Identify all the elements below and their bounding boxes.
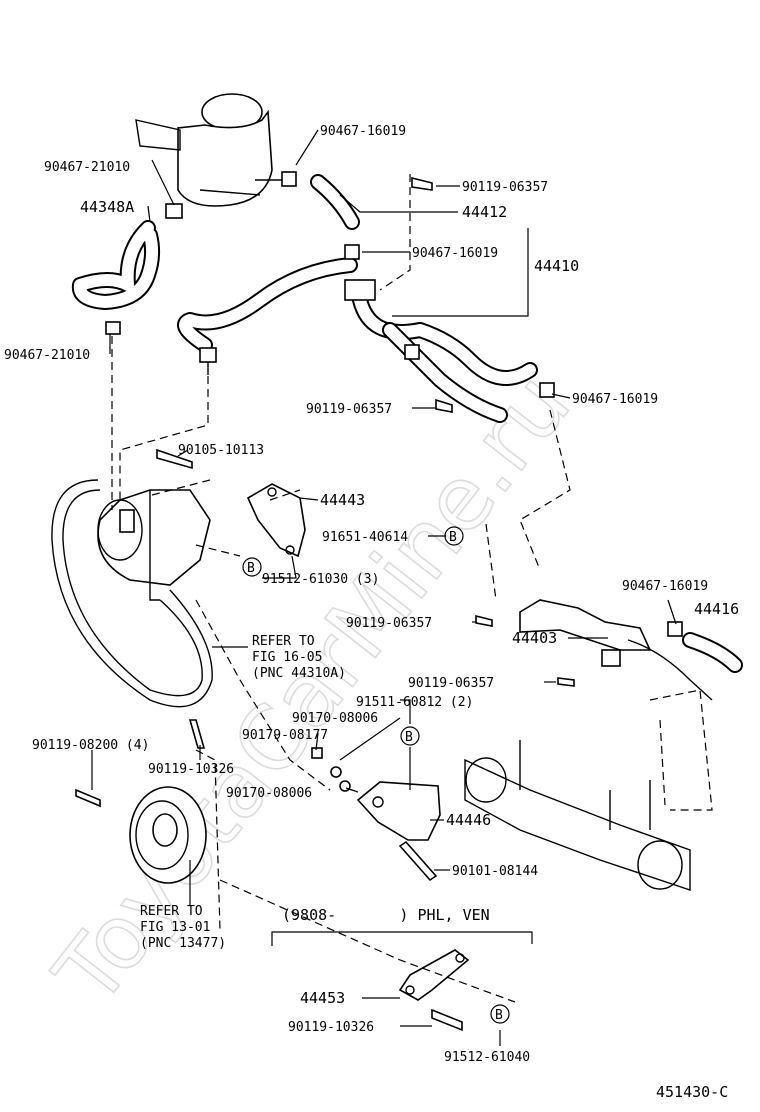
reservoir-tank xyxy=(135,93,297,207)
steering-gear xyxy=(464,599,691,891)
label-44416: 44416 xyxy=(694,600,739,618)
label-90467-21010-b: 90467-21010 xyxy=(4,348,90,363)
label-range: (9808- ) PHL, VEN xyxy=(282,906,490,924)
label-44443: 44443 xyxy=(320,491,365,509)
bracket-44453 xyxy=(398,949,470,1001)
label-91512-61030: 91512-61030 (3) xyxy=(262,572,379,587)
label-90119-10326-b: 90119-10326 xyxy=(288,1020,374,1035)
label-refer1-l3: (PNC 44310A) xyxy=(252,666,346,681)
label-refer1-l1: REFER TO xyxy=(252,634,315,649)
leader-lines xyxy=(91,129,677,1046)
label-91512-61040: 91512-61040 xyxy=(444,1050,530,1065)
label-90467-16019-c: 90467-16019 xyxy=(572,392,658,407)
mark-b-1: B xyxy=(444,526,464,546)
label-44410: 44410 xyxy=(534,257,579,275)
label-90179-08177: 90179-08177 xyxy=(242,728,328,743)
label-91511-60812: 91511-60812 (2) xyxy=(356,695,473,710)
svg-text:B: B xyxy=(247,561,255,576)
drive-belt xyxy=(51,479,213,708)
label-refer2-l2: FIG 13-01 xyxy=(140,920,210,935)
label-90467-16019-top: 90467-16019 xyxy=(320,124,406,139)
hose-44416 xyxy=(682,632,743,673)
label-refer2-l1: REFER TO xyxy=(140,904,203,919)
bracket-44443 xyxy=(246,483,306,558)
hose-44412 xyxy=(310,174,360,230)
label-44446: 44446 xyxy=(446,811,491,829)
pressure-tube-44410 xyxy=(177,244,555,423)
label-90170-08006-a: 90170-08006 xyxy=(292,711,378,726)
label-90105-10113: 90105-10113 xyxy=(178,443,264,458)
svg-text:B: B xyxy=(495,1008,503,1023)
label-44348A: 44348A xyxy=(80,198,134,216)
reference-lines xyxy=(111,174,713,1003)
mark-b-3: B xyxy=(400,726,420,746)
label-90467-16019-b: 90467-16019 xyxy=(412,246,498,261)
hose-44348A xyxy=(71,220,161,310)
label-90467-21010-top: 90467-21010 xyxy=(44,160,130,175)
nut-90179-08177 xyxy=(311,747,323,759)
label-refer2-l3: (PNC 13477) xyxy=(140,936,226,951)
mark-b-2: B xyxy=(242,557,262,577)
label-90119-06357-c: 90119-06357 xyxy=(346,616,432,631)
clamp-90467-21010-lower xyxy=(105,321,121,335)
clamp-90467-21010 xyxy=(165,203,183,219)
figure-id: 451430-C xyxy=(656,1083,728,1101)
washer-90170-08006-b xyxy=(339,780,351,792)
label-90101-08144: 90101-08144 xyxy=(452,864,538,879)
label-refer1-l2: FIG 16-05 xyxy=(252,650,322,665)
clamp-90467-16019-right xyxy=(667,621,683,637)
label-44412: 44412 xyxy=(462,203,507,221)
bolts xyxy=(75,176,575,1032)
washer-90170-08006 xyxy=(330,766,342,778)
label-44403: 44403 xyxy=(512,629,557,647)
return-tube xyxy=(627,639,713,701)
crank-pulley xyxy=(129,786,207,884)
label-90119-06357-d: 90119-06357 xyxy=(408,676,494,691)
svg-text:B: B xyxy=(449,530,457,545)
label-90467-16019-d: 90467-16019 xyxy=(622,579,708,594)
label-90119-10326-a: 90119-10326 xyxy=(148,762,234,777)
label-91651-40614: 91651-40614 xyxy=(322,530,408,545)
bracket-44446 xyxy=(356,781,441,841)
label-44453: 44453 xyxy=(300,989,345,1007)
power-steering-pump xyxy=(97,489,211,601)
label-90119-06357-a: 90119-06357 xyxy=(462,180,548,195)
mark-b-4: B xyxy=(490,1004,510,1024)
label-90119-06357-b: 90119-06357 xyxy=(306,402,392,417)
svg-text:B: B xyxy=(405,730,413,745)
label-90170-08006-b: 90170-08006 xyxy=(226,786,312,801)
label-90119-08200: 90119-08200 (4) xyxy=(32,738,149,753)
